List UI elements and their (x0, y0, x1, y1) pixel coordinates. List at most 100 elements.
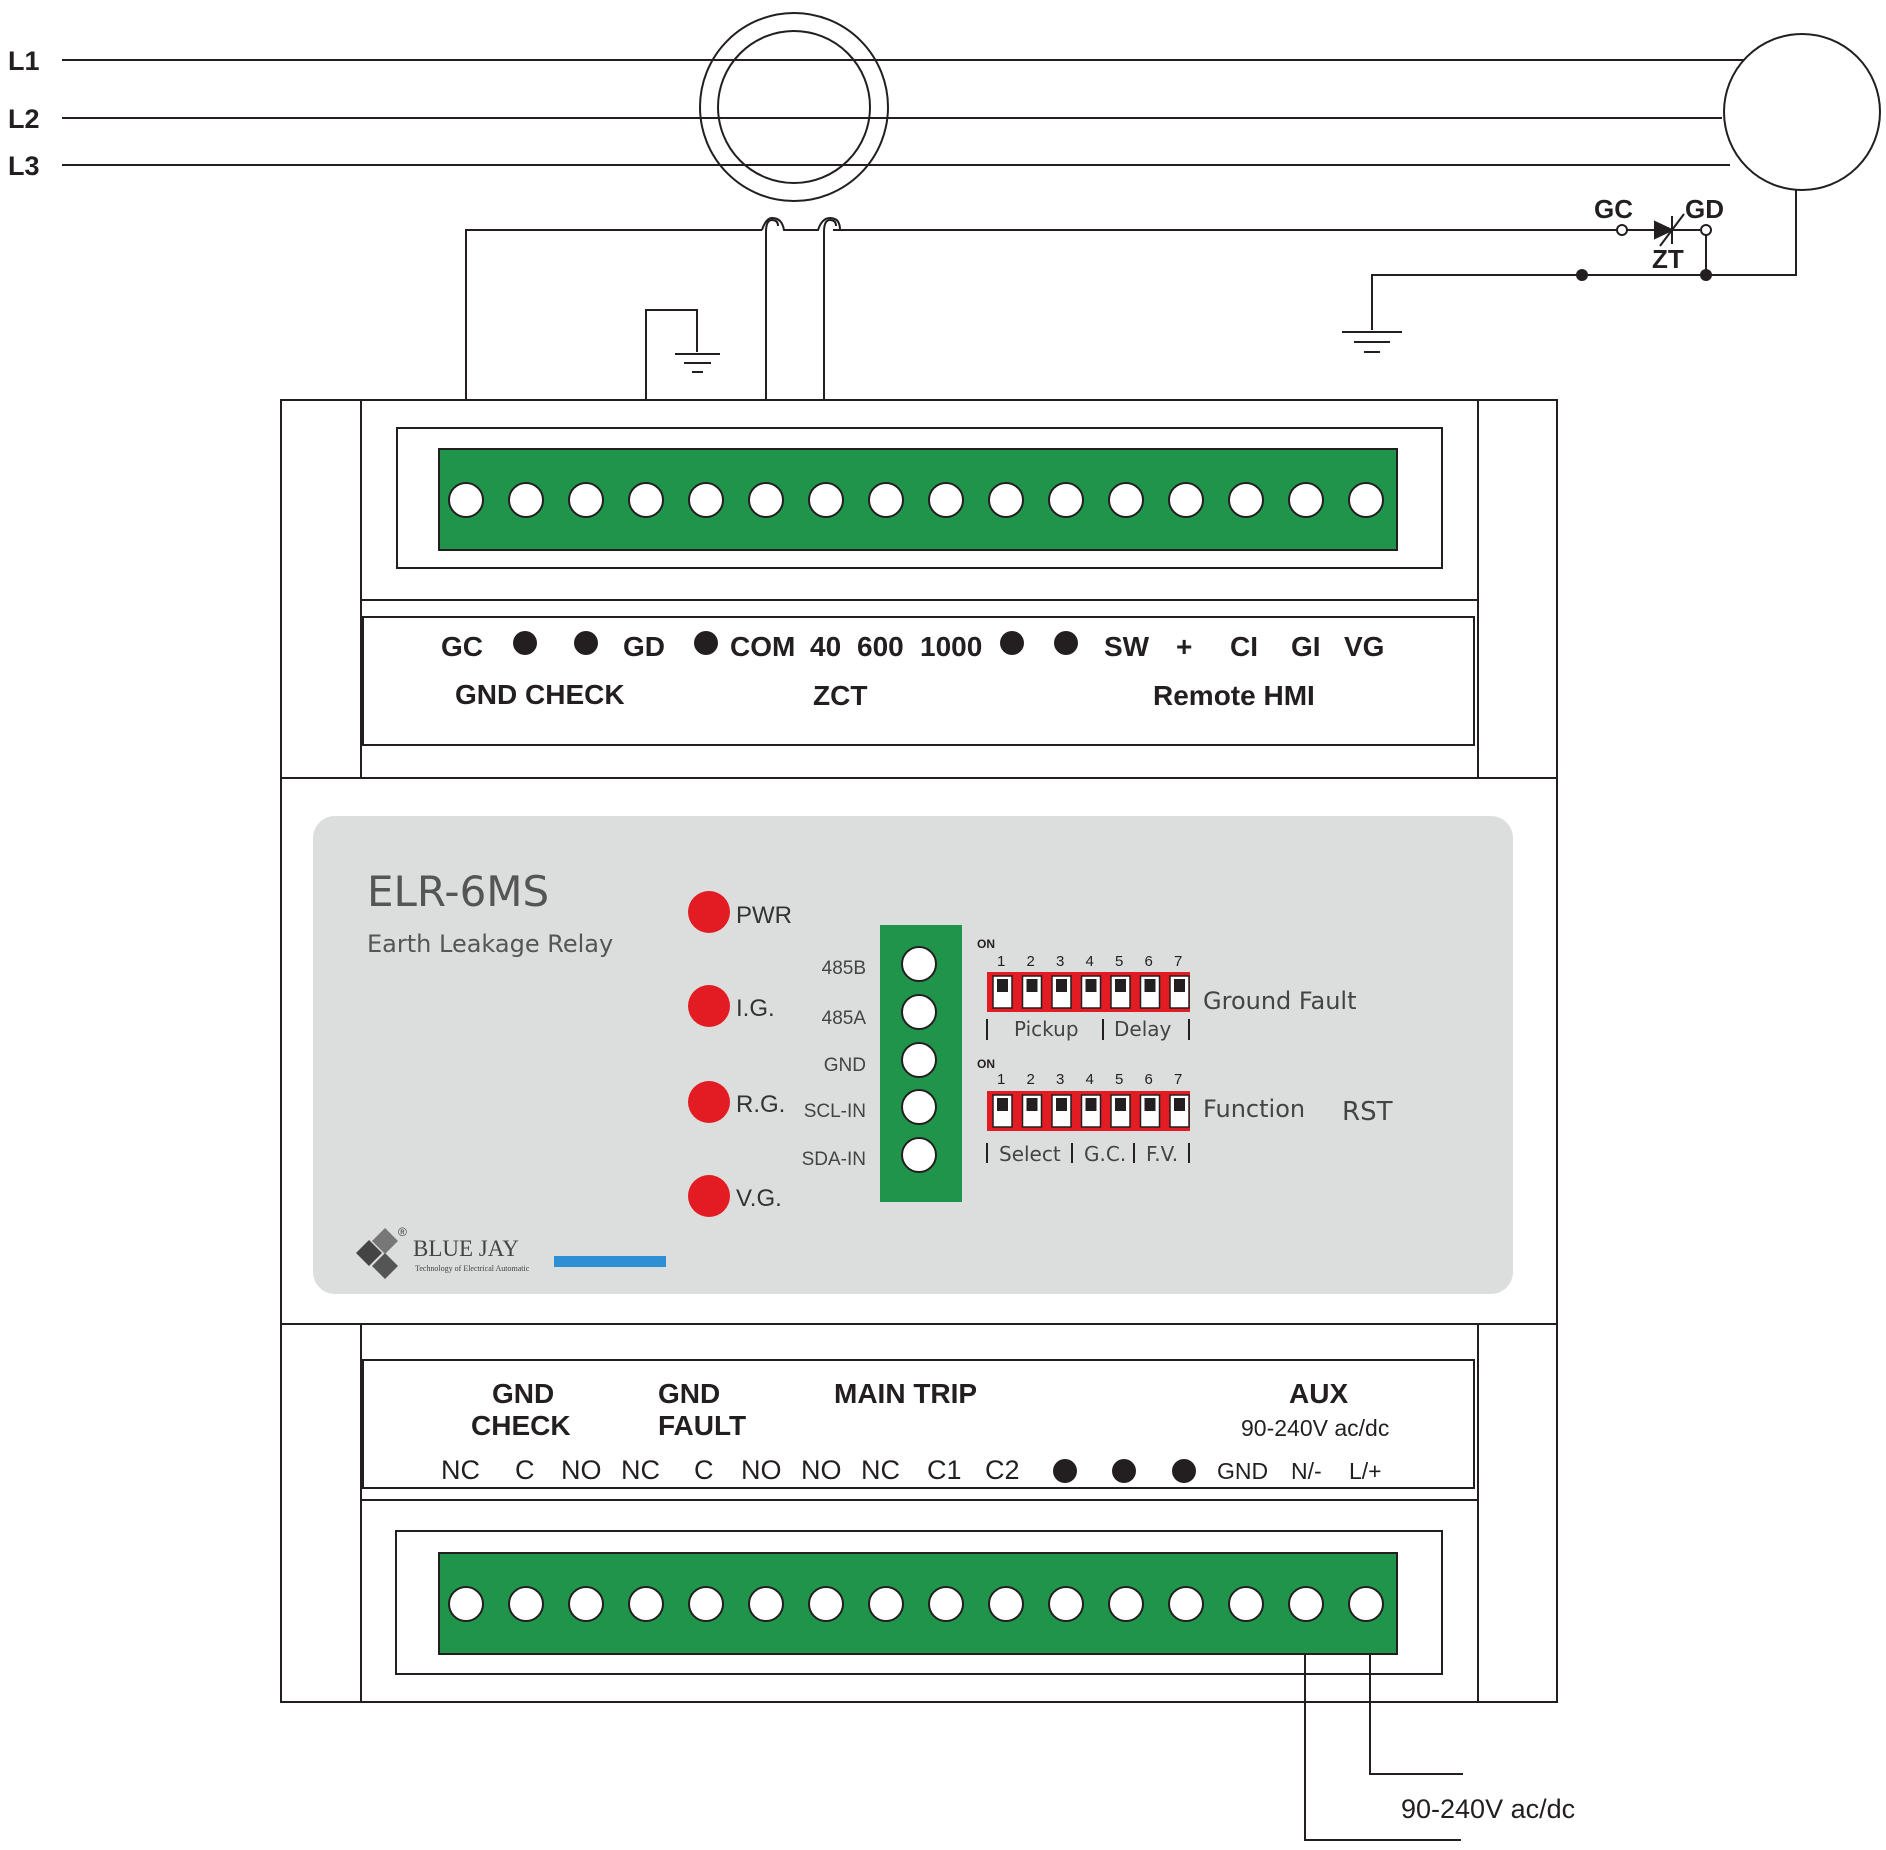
comm-ports: 485B 485A GND SCL-IN SDA-IN (802, 946, 937, 1173)
zt-gd-label: GD (1685, 194, 1724, 224)
group-gnd-check-2: CHECK (471, 1410, 571, 1441)
bottom-terminal-screw-13[interactable] (1168, 1586, 1204, 1622)
label-vg: VG (1344, 631, 1384, 662)
dip-switch-lever-2 (1026, 1098, 1038, 1111)
top-terminal-screw-8[interactable] (868, 482, 904, 518)
bottom-terminal-screw-9[interactable] (928, 1586, 964, 1622)
top-terminal-screw-15[interactable] (1288, 482, 1324, 518)
terminal-label-n: N/- (1291, 1458, 1322, 1484)
terminal-label-no: NO (801, 1455, 842, 1485)
top-terminal-screw-1[interactable] (448, 482, 484, 518)
dip-position-number: 4 (1086, 953, 1094, 970)
dip-switch-ground-fault[interactable] (987, 972, 1190, 1012)
dip-switch-lever-3 (1056, 1098, 1067, 1111)
dip-switch-lever-3 (1056, 979, 1067, 992)
brand-name: BLUE JAY (413, 1236, 519, 1261)
dip1-title: Ground Fault (1203, 987, 1357, 1015)
led-ig (688, 985, 730, 1027)
label-1000: 1000 (920, 631, 982, 662)
top-terminal-screw-16[interactable] (1348, 482, 1384, 518)
brand-diamond-icon (356, 1228, 398, 1279)
comm-port-gnd-label: GND (824, 1055, 866, 1076)
bottom-terminal-screw-11[interactable] (1048, 1586, 1084, 1622)
dip-switch-lever-1 (997, 1098, 1008, 1111)
label-gd: GD (623, 631, 665, 662)
unused-terminal-dot (513, 631, 537, 655)
unused-terminal-dot (574, 631, 598, 655)
supply-voltage-label: 90-240V ac/dc (1401, 1794, 1575, 1824)
bottom-terminal-screw-1[interactable] (448, 1586, 484, 1622)
supply-wiring (1304, 1655, 1463, 1841)
label-com: COM (730, 631, 795, 662)
bottom-terminal-screw-10[interactable] (988, 1586, 1024, 1622)
top-terminal-screw-5[interactable] (688, 482, 724, 518)
dip-switch-function[interactable] (987, 1091, 1190, 1131)
terminal-label-c: C (694, 1455, 714, 1485)
terminal-label-gnd: GND (1217, 1458, 1268, 1484)
dip1-on-label: ON (977, 937, 995, 951)
top-terminal-screw-4[interactable] (628, 482, 664, 518)
dip-position-number: 5 (1115, 953, 1123, 970)
dip1-group-pickup: Pickup (1014, 1017, 1079, 1041)
dip-switch-lever-1 (997, 979, 1008, 992)
bottom-terminal-screw-3[interactable] (568, 1586, 604, 1622)
dip-switch-lever-7 (1174, 1098, 1185, 1111)
terminal-label-c1: C1 (927, 1455, 962, 1485)
zt-callout (1616, 213, 1712, 275)
top-terminal-screw-2[interactable] (508, 482, 544, 518)
dip2-group-gc: G.C. (1084, 1142, 1126, 1166)
dip-position-number: 2 (1027, 953, 1035, 970)
zt-gc-label: GC (1594, 194, 1633, 224)
dip2-group-select: Select (999, 1142, 1061, 1166)
comm-port-485a-label: 485A (822, 1008, 867, 1029)
label-40: 40 (810, 631, 841, 662)
brand-registered-mark: ® (398, 1225, 407, 1239)
top-terminal-screw-13[interactable] (1168, 482, 1204, 518)
top-terminal-screw-10[interactable] (988, 482, 1024, 518)
comm-port-screw[interactable] (901, 1137, 937, 1173)
bottom-terminal-screw-7[interactable] (808, 1586, 844, 1622)
bottom-terminal-labels: GND CHECK GND FAULT MAIN TRIP AUX 90-240… (441, 1378, 1389, 1485)
comm-port-scl-label: SCL-IN (804, 1101, 866, 1122)
line-l1-label: L1 (8, 46, 40, 76)
bottom-terminal-screw-16[interactable] (1348, 1586, 1384, 1622)
label-gi: GI (1291, 631, 1321, 662)
comm-port-screw[interactable] (901, 946, 937, 982)
group-aux: AUX (1289, 1378, 1348, 1409)
top-terminal-screw-14[interactable] (1228, 482, 1264, 518)
zt-label: ZT (1652, 244, 1684, 274)
top-terminal-screw-9[interactable] (928, 482, 964, 518)
top-terminal-screw-3[interactable] (568, 482, 604, 518)
comm-port-screw[interactable] (901, 994, 937, 1030)
top-terminal-screw-7[interactable] (808, 482, 844, 518)
brand-logo: ® BLUE JAY Technology of Electrical Auto… (356, 1225, 666, 1279)
bottom-terminal-screw-5[interactable] (688, 1586, 724, 1622)
bottom-terminal-screw-6[interactable] (748, 1586, 784, 1622)
junction-dot-right (1700, 269, 1712, 281)
bottom-terminal-screw-12[interactable] (1108, 1586, 1144, 1622)
aux-voltage-label: 90-240V ac/dc (1241, 1415, 1389, 1441)
terminal-label-c2: C2 (985, 1455, 1020, 1485)
comm-port-screw[interactable] (901, 1042, 937, 1078)
bottom-terminal-screw-2[interactable] (508, 1586, 544, 1622)
terminal-label-no: NO (561, 1455, 602, 1485)
comm-port-sda-label: SDA-IN (802, 1149, 866, 1170)
top-terminal-screw-12[interactable] (1108, 482, 1144, 518)
top-terminal-screw-11[interactable] (1048, 482, 1084, 518)
brand-tagline: Technology of Electrical Automatic (415, 1264, 530, 1273)
rst-label: RST (1342, 1097, 1393, 1127)
dip1-group-dividers (986, 1019, 1190, 1040)
bottom-terminal-screw-8[interactable] (868, 1586, 904, 1622)
dip-position-number: 7 (1174, 1071, 1182, 1088)
group-gnd-fault-2: FAULT (658, 1410, 746, 1441)
led-ig-label: I.G. (736, 995, 775, 1022)
bottom-terminal-screw-14[interactable] (1228, 1586, 1264, 1622)
bottom-terminal-screw-4[interactable] (628, 1586, 664, 1622)
top-terminal-labels: GC GD COM 40 600 1000 SW + CI GI VG GND … (441, 631, 1384, 711)
bottom-terminal-screw-15[interactable] (1288, 1586, 1324, 1622)
comm-port-screw[interactable] (901, 1089, 937, 1125)
top-terminal-screw-6[interactable] (748, 482, 784, 518)
brand-accent-bar (554, 1256, 666, 1267)
unused-terminal-dot (1053, 1459, 1077, 1483)
